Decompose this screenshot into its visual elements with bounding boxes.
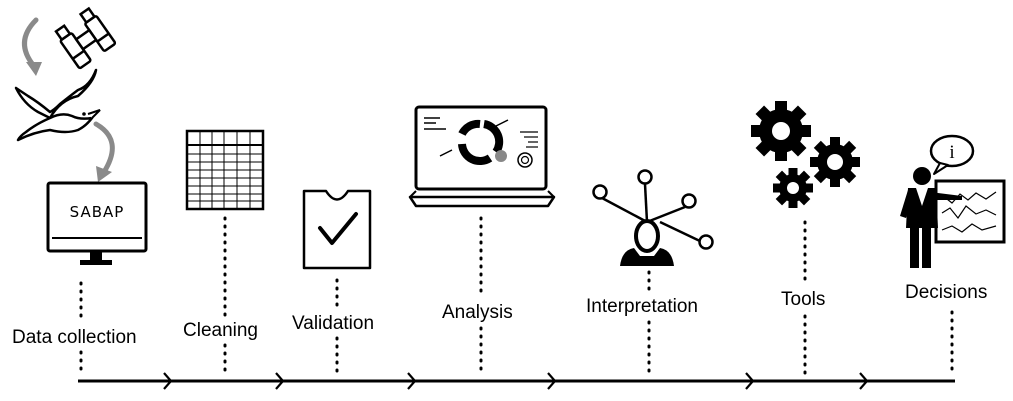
checkmark-icon <box>318 212 358 245</box>
gear-icon <box>751 101 811 161</box>
curved-arrow-icon <box>22 17 39 69</box>
monitor-screen-text: SABAP <box>70 203 125 221</box>
bird-icon <box>14 68 101 142</box>
step-label-analysis: Analysis <box>440 302 515 323</box>
speech-bubble <box>929 134 975 168</box>
gears-icon <box>751 101 860 208</box>
step-label-data-collection: Data collection <box>10 327 139 348</box>
step-label-interpretation: Interpretation <box>584 296 700 317</box>
chevron-right-icon <box>407 372 417 390</box>
spreadsheet-icon <box>185 129 265 211</box>
chevron-right-icon <box>275 372 285 390</box>
step-label-tools: Tools <box>779 289 828 310</box>
chevron-right-icon <box>745 372 755 390</box>
flow-arrowheads <box>26 62 112 182</box>
binoculars-icon <box>54 6 117 70</box>
network-person-icon <box>592 169 714 266</box>
step-label-cleaning: Cleaning <box>181 320 260 341</box>
chevron-right-icon <box>859 372 869 390</box>
timeline-chevrons <box>163 372 869 390</box>
gear-icon <box>810 137 860 187</box>
step-label-decisions: Decisions <box>903 282 990 303</box>
presenter-icon: i <box>900 134 1006 268</box>
presentation-board <box>934 179 1006 244</box>
chevron-right-icon <box>163 372 173 390</box>
laptop-chart-icon <box>408 105 556 208</box>
step-label-validation: Validation <box>290 313 377 334</box>
chevron-right-icon <box>547 372 557 390</box>
info-icon: i <box>949 142 954 163</box>
gear-icon <box>773 168 813 208</box>
checkbox-icon <box>302 189 372 270</box>
curved-arrow-icon <box>93 121 115 175</box>
computer-monitor-icon: SABAP <box>46 181 148 265</box>
dotted-connectors <box>79 216 954 378</box>
